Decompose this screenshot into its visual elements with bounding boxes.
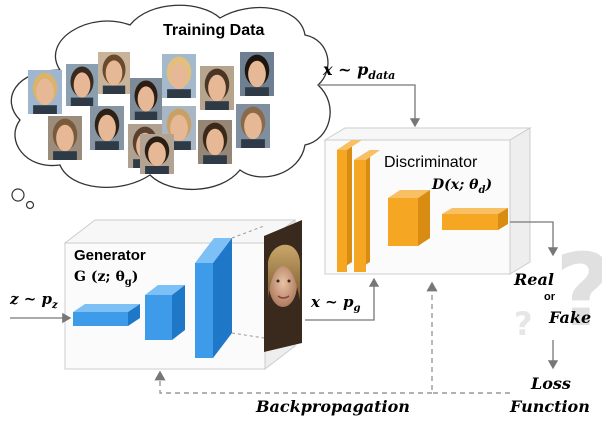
svg-text:?: ?: [555, 232, 602, 349]
face-photo-icon: [98, 52, 130, 94]
function-label: Function: [510, 397, 590, 416]
generated-face-image: [264, 220, 302, 352]
question-mark-icon: ? ?: [514, 232, 602, 349]
cloud-bubble-2: [25, 200, 35, 210]
x-generated-label: x ~ pg: [311, 293, 361, 314]
discriminator-title: Discriminator: [384, 154, 478, 171]
face-photo-icon: [90, 106, 124, 150]
face-photo-icon: [130, 78, 162, 120]
generator-title: Generator: [74, 247, 146, 264]
face-photo-icon: [236, 104, 270, 148]
training-faces: [28, 52, 274, 174]
face-photo-icon: [162, 54, 196, 98]
fake-label: Fake: [549, 308, 592, 327]
backpropagation-path: [154, 281, 510, 394]
training-data-title: Training Data: [163, 22, 265, 39]
face-photo-icon: [200, 66, 234, 110]
arrow-discriminator-to-output: [510, 221, 559, 257]
loss-label: Loss: [531, 374, 571, 393]
face-photo-icon: [28, 70, 62, 114]
backpropagation-label: Backpropagation: [256, 397, 410, 416]
face-photo-icon: [162, 106, 196, 150]
x-data-label: x ~ pdata: [323, 60, 396, 83]
arrow-generated-to-discriminator: [305, 277, 380, 321]
generator-function: G (z; θg): [74, 269, 139, 288]
discriminator-layers: [337, 140, 508, 272]
face-photo-icon: [140, 134, 174, 174]
face-photo-icon: [198, 120, 232, 164]
or-label: or: [544, 291, 555, 303]
arrow-data-to-discriminator: [318, 84, 421, 128]
face-photo-icon: [66, 64, 98, 106]
z-input-label: z ~ pz: [10, 290, 58, 311]
discriminator-function: D(x; θd): [432, 177, 493, 196]
real-label: Real: [514, 270, 554, 289]
svg-text:?: ?: [514, 305, 533, 343]
generator-layers: [73, 225, 265, 358]
face-photo-icon: [48, 116, 82, 160]
cloud-bubble-1: [11, 188, 25, 202]
face-photo-icon: [240, 52, 274, 96]
